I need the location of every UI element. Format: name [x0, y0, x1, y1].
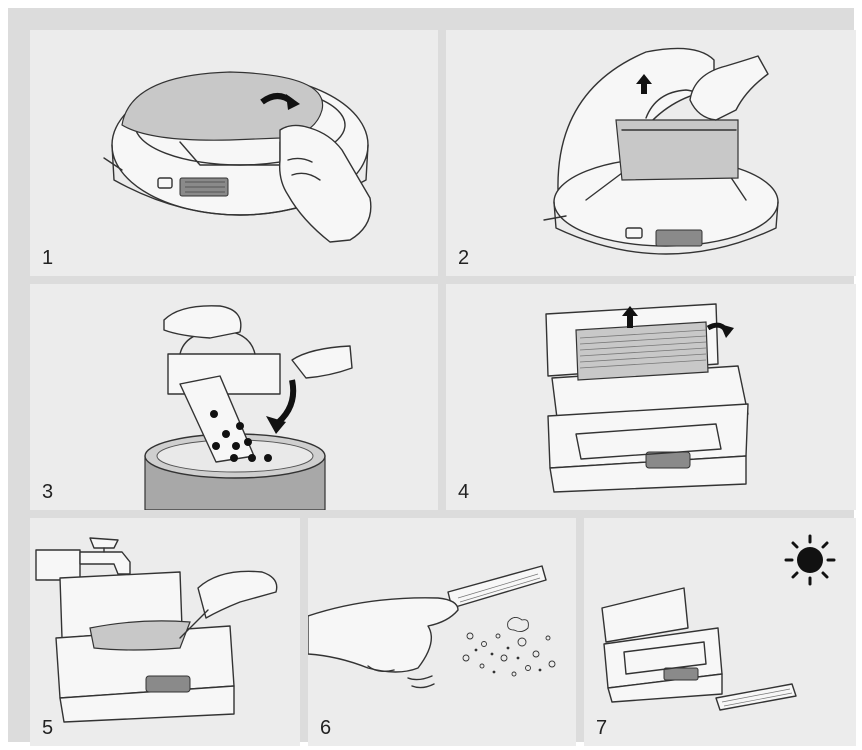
- step-panel-3: 3: [30, 284, 438, 510]
- step-panel-2: 2: [446, 30, 856, 276]
- step-panel-6: 6: [308, 518, 576, 746]
- step-number-2: 2: [458, 247, 469, 270]
- step-panel-5: 5: [30, 518, 300, 746]
- step-number-5: 5: [42, 717, 53, 740]
- step-number-6: 6: [320, 717, 331, 740]
- sun-icon: [786, 536, 834, 584]
- remove-filter-illustration: [446, 284, 856, 510]
- dust-particles-icon: [463, 617, 555, 676]
- step-panel-1: 1: [30, 30, 438, 276]
- remove-bin-illustration: [446, 30, 856, 276]
- dry-parts-illustration: [584, 518, 856, 746]
- step-number-7: 7: [596, 717, 607, 740]
- robot-lid-illustration: [30, 30, 438, 276]
- step-number-4: 4: [458, 481, 469, 504]
- rinse-bin-illustration: [30, 518, 300, 746]
- step-number-3: 3: [42, 481, 53, 504]
- step-panel-4: 4: [446, 284, 856, 510]
- step-panel-7: 7: [584, 518, 856, 746]
- water-tap-icon: [80, 552, 130, 574]
- step-number-1: 1: [42, 247, 53, 270]
- empty-bin-illustration: [30, 284, 438, 510]
- tap-filter-illustration: [308, 518, 576, 746]
- diagram-frame: 1 2: [8, 8, 854, 742]
